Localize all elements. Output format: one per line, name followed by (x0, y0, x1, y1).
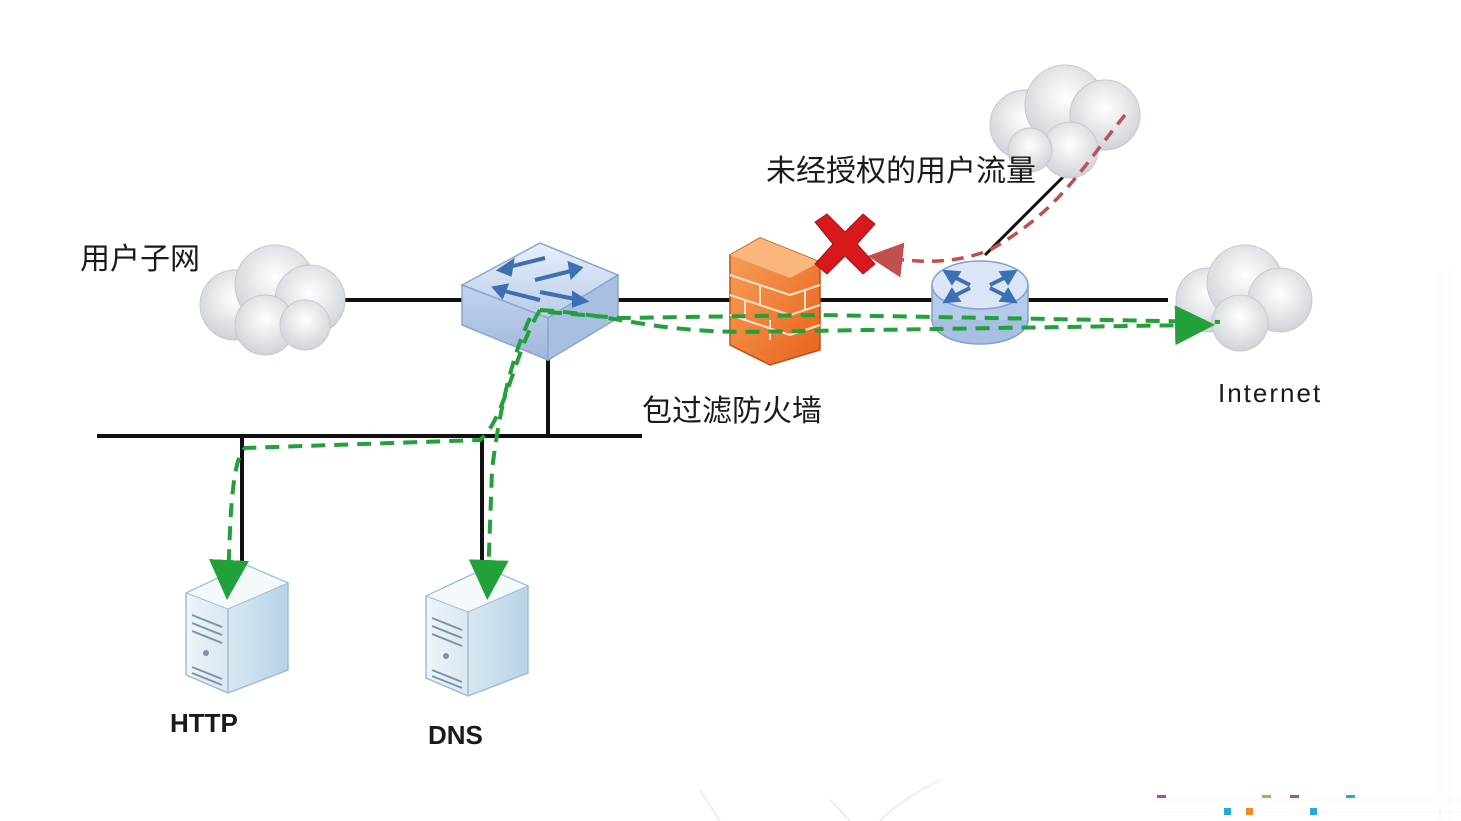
red-x-icon (814, 213, 876, 275)
http-server-label: HTTP (170, 708, 238, 738)
user-subnet-label: 用户子网 (80, 242, 200, 277)
server-icon (184, 564, 290, 694)
firewall-label: 包过滤防火墙 (642, 394, 822, 429)
cloud-icon (199, 244, 346, 356)
network-links (97, 168, 1168, 570)
brick-wall-icon (729, 237, 821, 366)
router-icon (931, 260, 1029, 345)
cloud-icon (989, 64, 1141, 179)
internet-label: Internet (1218, 378, 1323, 408)
cloud-icon (1175, 244, 1313, 352)
allowed-traffic-paths (209, 305, 1221, 600)
background-decoration (699, 270, 1461, 821)
blocked-traffic-path (867, 113, 1127, 278)
dns-server-label: DNS (428, 720, 483, 750)
corner-ornaments (1157, 795, 1355, 815)
switch-icon (460, 242, 620, 362)
server-icon (424, 567, 530, 697)
unauthorized-traffic-label: 未经授权的用户流量 (766, 154, 1036, 189)
